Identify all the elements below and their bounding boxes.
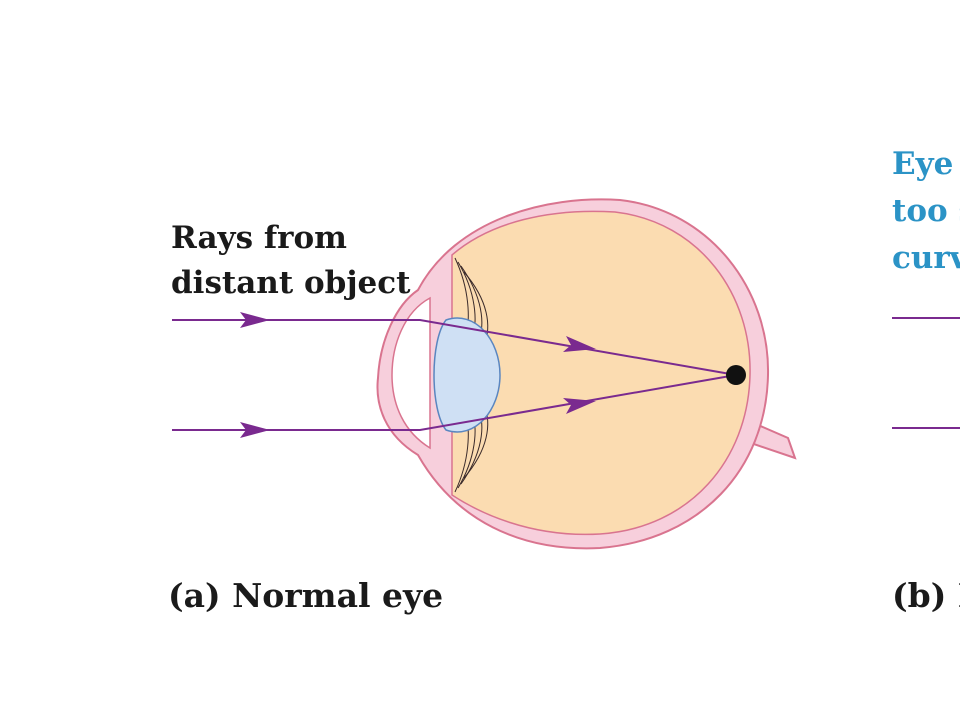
focal-point-icon (726, 365, 746, 385)
eye-label-line-2: too s (892, 193, 960, 229)
arrowhead-icon (563, 336, 596, 352)
caption-panel-b: (b) I (892, 576, 960, 615)
panel-b-rays (892, 317, 960, 429)
anterior-chamber (391, 296, 431, 450)
panel-b-eye-label: Eye too s curv (892, 141, 960, 282)
rays-from-distant-object-label: Rays from distant object (171, 216, 410, 306)
eye-label-line-3: curv (892, 240, 960, 276)
rays-label-line-2: distant object (171, 265, 411, 301)
caption-normal-eye: (a) Normal eye (168, 576, 444, 615)
eye-label-line-1: Eye (892, 146, 954, 182)
arrowhead-icon (563, 398, 596, 414)
arrowhead-icon (240, 422, 270, 438)
vitreous-body (451, 210, 751, 536)
arrowhead-icon (240, 312, 270, 328)
rays-label-line-1: Rays from (171, 220, 347, 256)
